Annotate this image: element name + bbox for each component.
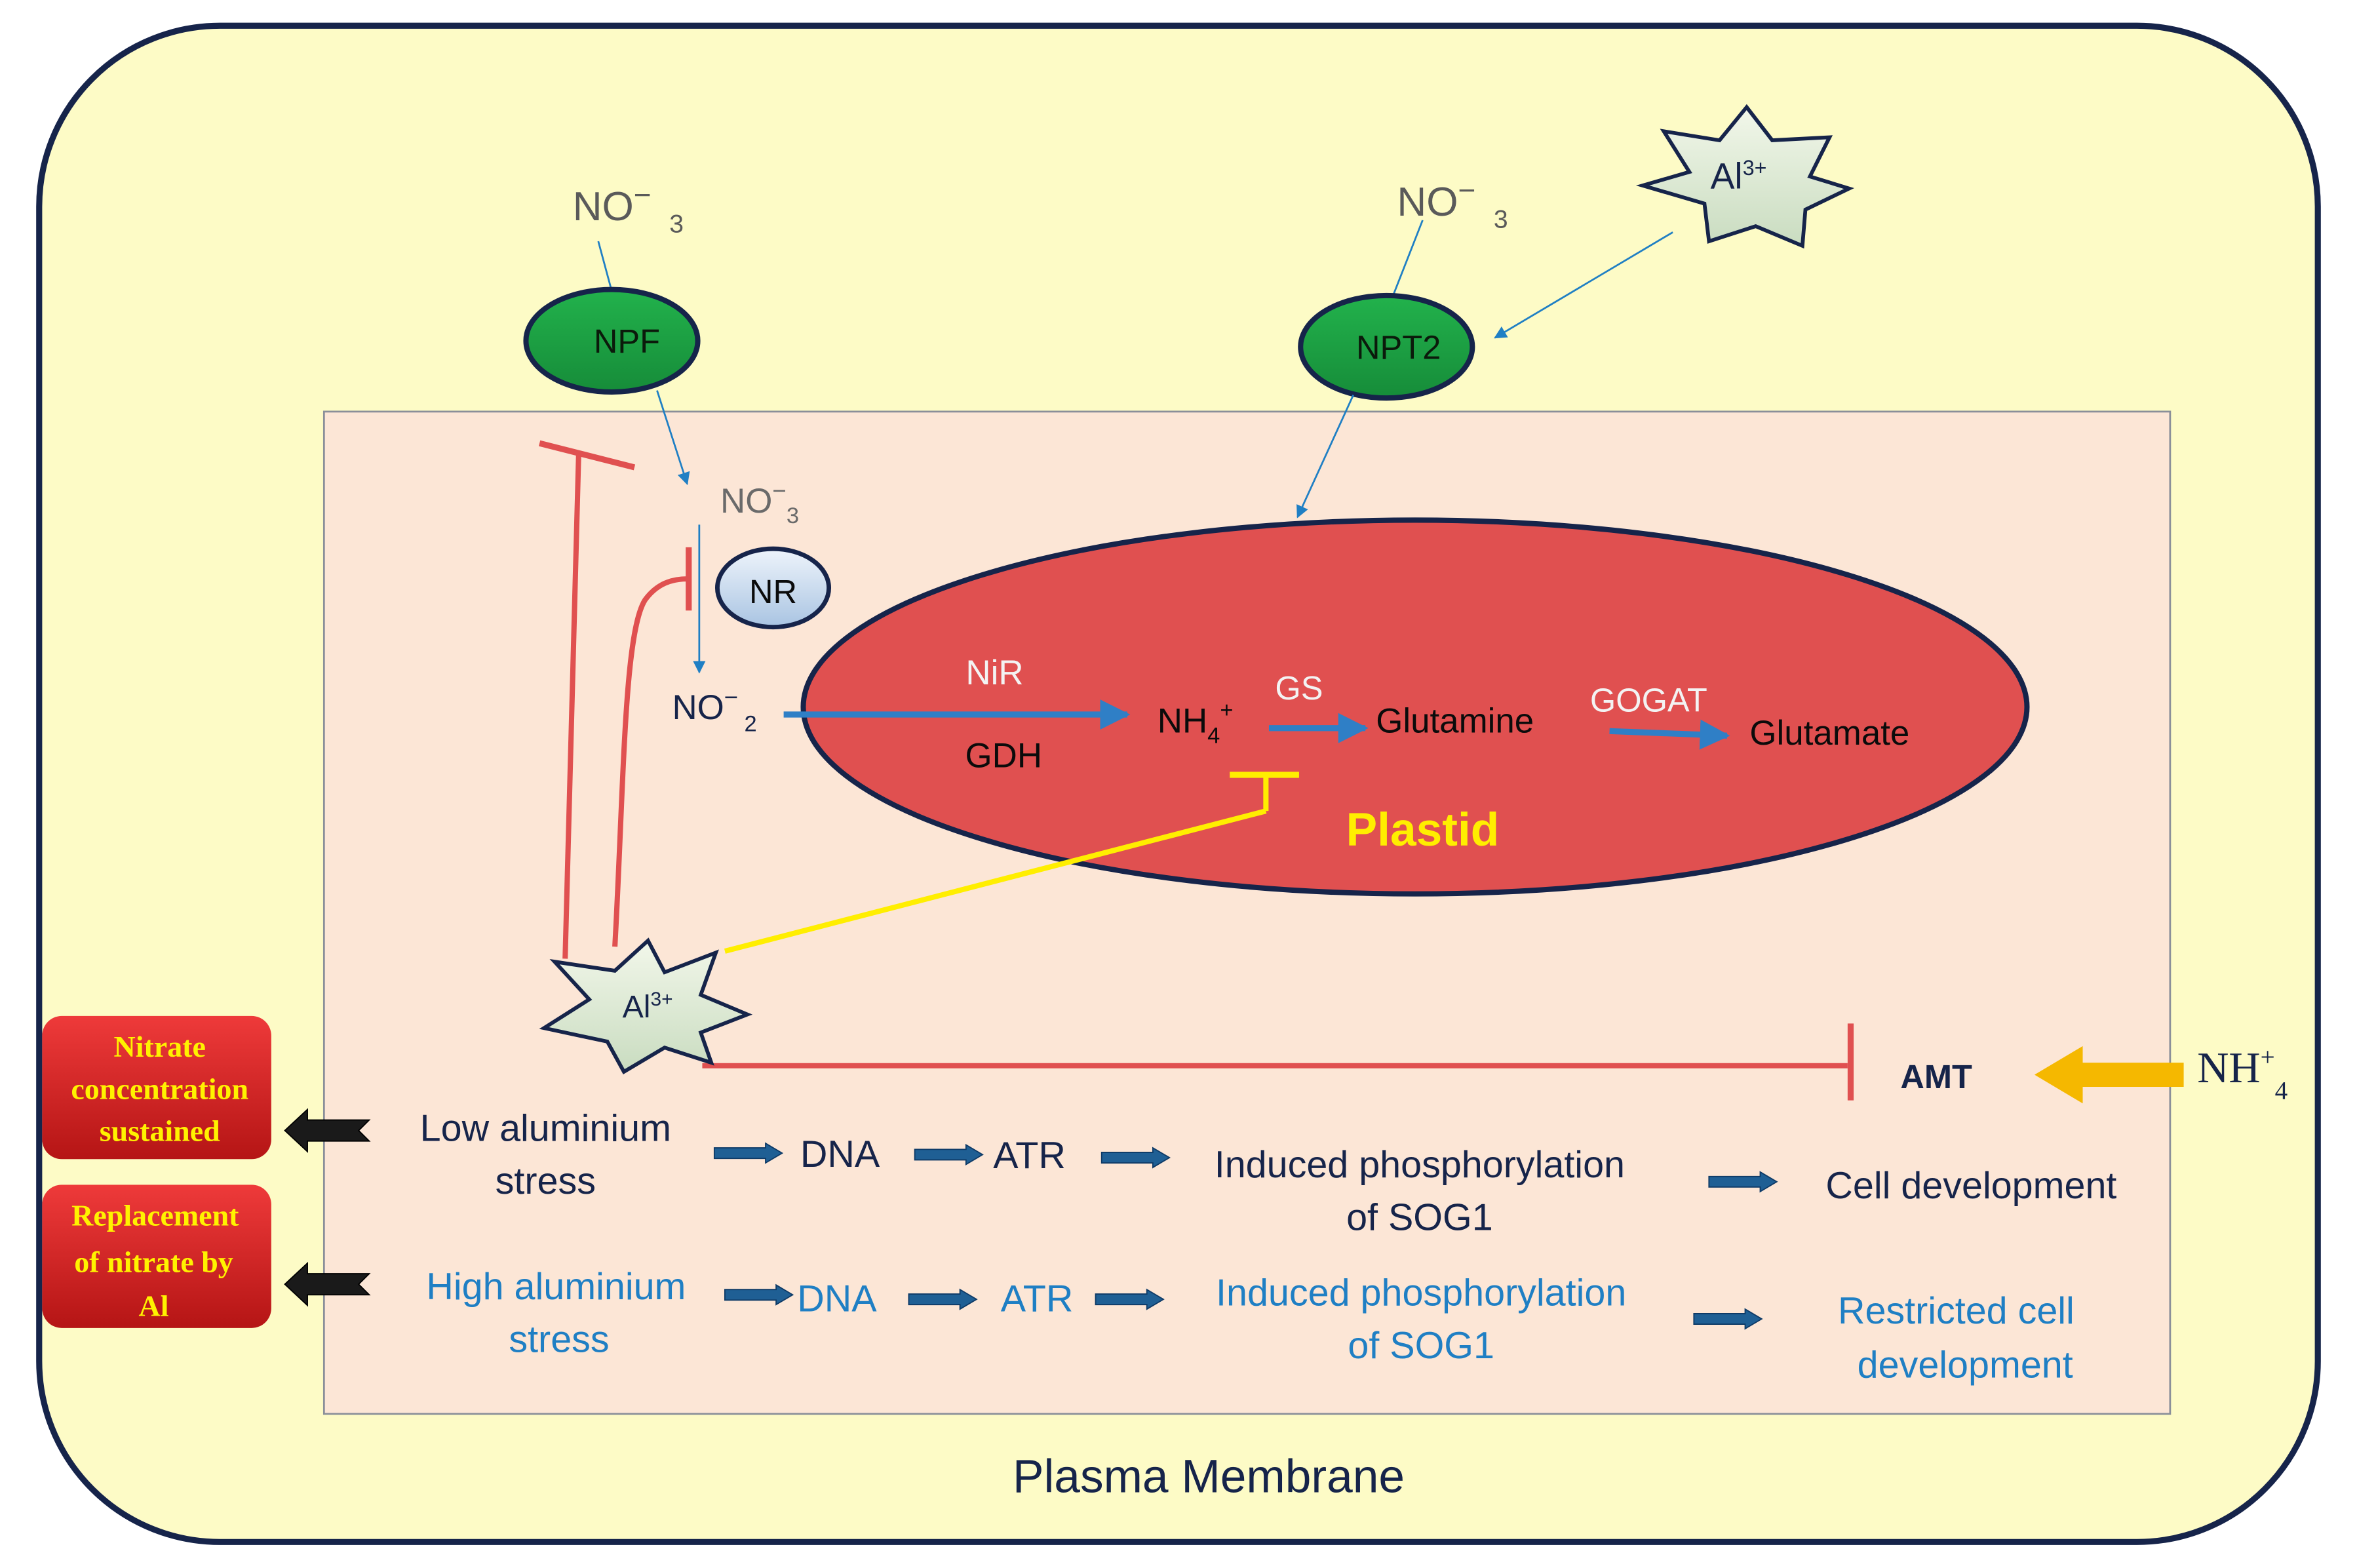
glutamate-label: Glutamate [1749,714,1909,753]
glutamine-to-glutamate-arrow [1609,719,1730,750]
low-phos-to-outcome-arrow [1708,1171,1778,1193]
high-stress-row: High aluminium stress DNA ATR Induced ph… [426,1266,2074,1386]
high-stress-label-line2: stress [509,1319,609,1361]
low-stress-label-line2: stress [496,1160,596,1202]
npf-nitrate-label: NO−3 [573,178,684,238]
nir-label: NiR [965,654,1023,692]
high-phos-line1: Induced phosphorylation [1216,1272,1626,1314]
al-star-cytoplasm [539,937,753,1074]
inhibit-gs-line [724,808,1267,954]
low-atr-label: ATR [993,1135,1066,1177]
inhibit-npf-line [562,452,581,959]
low-outcome-arrow [284,1108,371,1153]
al-star-external [1635,104,1855,249]
plastid-label: Plastid [1346,804,1500,856]
nitrate-sustained-line3: sustained [100,1114,220,1148]
low-atr-to-phos-arrow [1101,1147,1171,1169]
npf-transporter [523,286,701,395]
replacement-box [42,1185,271,1328]
nr-label: NR [749,573,797,610]
npt2-feed-line [1392,220,1424,298]
high-dna-to-atr-arrow [908,1288,978,1310]
amt-label: AMT [1900,1058,1972,1095]
nitrate-sustained-line2: concentration [71,1072,248,1105]
glutamine-label: Glutamine [1376,702,1534,741]
al-to-npt2-arrow [1494,231,1673,339]
al-ion-cytoplasm: Al3+ [623,989,673,1025]
high-phos-to-outcome-arrow [1693,1308,1763,1330]
cytoplasm-nitrate: NO−3 [720,477,799,528]
npf-label: NPF [594,323,660,360]
high-outcome-line2: development [1858,1344,2073,1386]
outcome-arrows [284,1108,371,1307]
high-outcome-line1: Restricted cell [1838,1290,2075,1332]
cytoplasm-nitrite: NO−2 [672,684,756,736]
low-dna-to-atr-arrow [914,1143,984,1166]
high-stress-to-dna-arrow [724,1284,794,1306]
gdh-label: GDH [965,737,1043,775]
low-stress-label-line1: Low aluminium [420,1108,671,1150]
low-outcome-label: Cell development [1825,1165,2116,1207]
plastid [800,517,2030,897]
al-ion-external: Al3+ [1711,156,1767,197]
inhibit-npf-bar [538,440,636,471]
nitrate-sustained-box [42,1015,271,1160]
amt-uptake-arrow [2034,1046,2184,1104]
npt2-label: NPT2 [1356,328,1441,366]
replacement-line1: Replacement [71,1198,239,1232]
low-dna-label: DNA [800,1133,880,1175]
high-phos-line2: of SOG1 [1348,1325,1494,1367]
replacement-line3: Al [139,1289,169,1322]
plastid-ammonium: NH4+ [1158,698,1234,749]
replacement-line2: of nitrate by [74,1245,233,1279]
external-ammonium: NH+4 [2197,1044,2288,1105]
low-phos-line2: of SOG1 [1346,1196,1493,1238]
high-outcome-arrow [284,1261,371,1307]
gs-label: GS [1275,669,1323,707]
npt2-to-plastid-arrow [1296,395,1354,519]
nitrate-sustained-line1: Nitrate [114,1030,206,1063]
low-stress-row: Low aluminium stress DNA ATR Induced pho… [420,1108,2117,1239]
npt2-transporter [1298,292,1475,401]
row-arrows [713,1142,1778,1330]
gogat-label: GOGAT [1590,681,1707,718]
high-dna-label: DNA [797,1278,877,1320]
low-phos-line1: Induced phosphorylation [1215,1144,1625,1186]
npf-to-nitrate-arrow [656,390,690,486]
npt2-nitrate-label: NO−3 [1397,173,1508,233]
high-atr-label: ATR [1001,1278,1074,1320]
inhibit-nr-line [612,576,688,947]
low-stress-to-dna-arrow [713,1142,784,1164]
nr-enzyme [714,546,832,630]
high-atr-to-phos-arrow [1095,1288,1165,1310]
high-stress-label-line1: High aluminium [426,1266,686,1308]
plasma-membrane-label: Plasma Membrane [1013,1450,1405,1502]
